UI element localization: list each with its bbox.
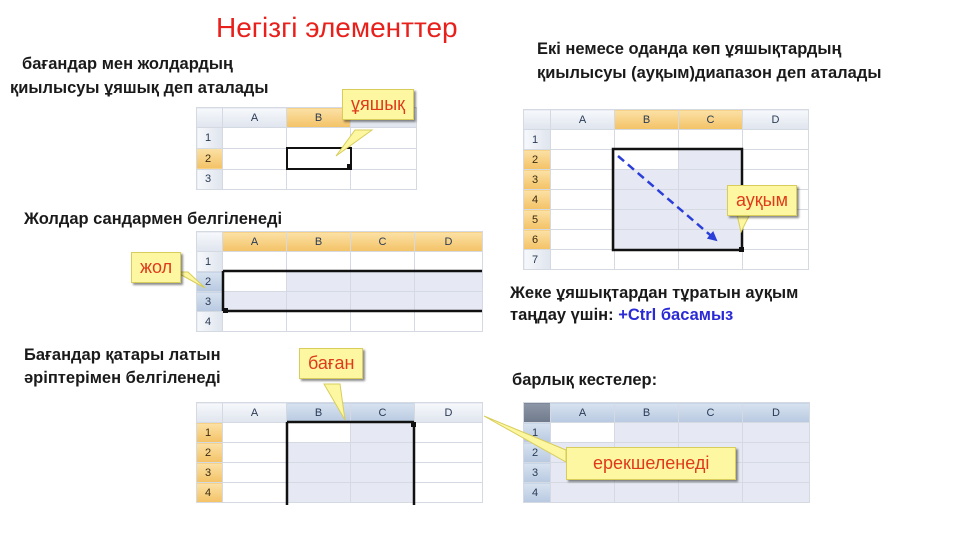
row-header-3[interactable]: 3 [523,169,551,190]
row-callout-label: жол [140,257,173,277]
select-all-corner[interactable] [196,107,223,128]
cell[interactable] [222,168,287,190]
row-header-4[interactable]: 4 [196,482,223,503]
row-header-1[interactable]: 1 [196,127,223,149]
range-callout-label: ауқым [736,190,788,210]
row-header-5[interactable]: 5 [523,209,551,230]
column-header-d[interactable]: D [414,231,483,252]
cell[interactable] [286,127,351,149]
row-header-4[interactable]: 4 [523,189,551,210]
column-header-d[interactable]: D [742,109,809,130]
row-header-2[interactable]: 2 [523,442,551,463]
row-header-2[interactable]: 2 [196,442,223,463]
row-spreadsheet: A B C D 1 2 3 4 [196,231,483,332]
column-header-c[interactable]: C [350,231,415,252]
cell[interactable] [350,127,417,149]
row-header-1[interactable]: 1 [196,422,223,443]
column-header-b[interactable]: B [286,107,351,128]
select-all-corner[interactable] [523,402,551,423]
row-header-3[interactable]: 3 [196,168,223,190]
row-header-2[interactable]: 2 [523,149,551,170]
range-callout: ауқым [727,185,797,216]
column-header-a[interactable]: A [222,402,287,423]
column-header-c[interactable]: C [678,109,743,130]
column-header-a[interactable]: A [222,107,287,128]
column-header-d[interactable]: D [742,402,810,423]
column-header-a[interactable]: A [222,231,287,252]
row-header-1[interactable]: 1 [523,422,551,443]
select-all-corner[interactable] [196,402,223,423]
range-caption-line2: қиылысуы (ауқым)диапазон деп аталады [537,64,882,82]
all-callout: ерекшеленеді [566,447,737,480]
row-header-1[interactable]: 1 [523,129,551,150]
cell-caption-line1: бағандар мен жолдардың [22,55,233,73]
ctrl-key-hint: +Ctrl басамыз [618,306,734,324]
row-header-2[interactable]: 2 [196,271,223,292]
column-header-b[interactable]: B [286,231,351,252]
cell-callout: ұяшық [342,89,414,120]
page-title: Негізгі элементтер [216,12,458,43]
row-caption: Жолдар сандармен белгіленеді [24,210,283,228]
cell[interactable] [222,127,287,149]
range-caption-line1: Екі немесе оданда көп ұяшықтардың [537,40,842,58]
row-callout: жол [131,252,182,283]
all-caption: барлық кестелер: [512,371,658,389]
row-header-3[interactable]: 3 [196,462,223,483]
column-caption-line2: әріптерімен белгіленеді [24,369,221,387]
row-header-4[interactable]: 4 [523,482,551,503]
select-all-corner[interactable] [523,109,551,130]
column-header-a[interactable]: A [550,402,615,423]
column-callout-label: баған [308,353,355,373]
column-spreadsheet: A B C D 1 2 3 4 [196,402,483,503]
row-header-4[interactable]: 4 [196,311,223,332]
column-header-b[interactable]: B [286,402,351,423]
row-header-3[interactable]: 3 [196,291,223,312]
column-header-b[interactable]: B [614,109,679,130]
ctrl-caption-line2: таңдау үшін: +Ctrl басамыз [510,305,733,326]
cell-caption-line2: қиылысуы ұяшық деп аталады [10,79,269,97]
column-header-c[interactable]: C [350,402,415,423]
row-header-2[interactable]: 2 [196,147,223,170]
all-callout-label: ерекшеленеді [593,453,710,473]
cell[interactable] [222,147,287,170]
row-header-3[interactable]: 3 [523,462,551,483]
row-header-7[interactable]: 7 [523,249,551,270]
cell[interactable] [350,147,417,170]
ctrl-caption-prefix: таңдау үшін: [510,306,619,324]
column-header-a[interactable]: A [550,109,615,130]
active-cell-b2[interactable] [285,147,352,170]
ctrl-caption-line1: Жеке ұяшықтардан тұратын ауқым [510,284,799,302]
column-header-d[interactable]: D [414,402,483,423]
cell[interactable] [286,168,351,190]
cell[interactable] [350,168,417,190]
column-header-b[interactable]: B [614,402,679,423]
cell-callout-label: ұяшық [351,94,405,114]
row-header-6[interactable]: 6 [523,229,551,250]
column-callout: баған [299,348,364,379]
cell-spreadsheet: A B 1 2 3 [196,107,417,190]
column-caption-line1: Бағандар қатары латын [24,346,221,364]
row-header-1[interactable]: 1 [196,251,223,272]
column-header-c[interactable]: C [678,402,743,423]
select-all-corner[interactable] [196,231,223,252]
